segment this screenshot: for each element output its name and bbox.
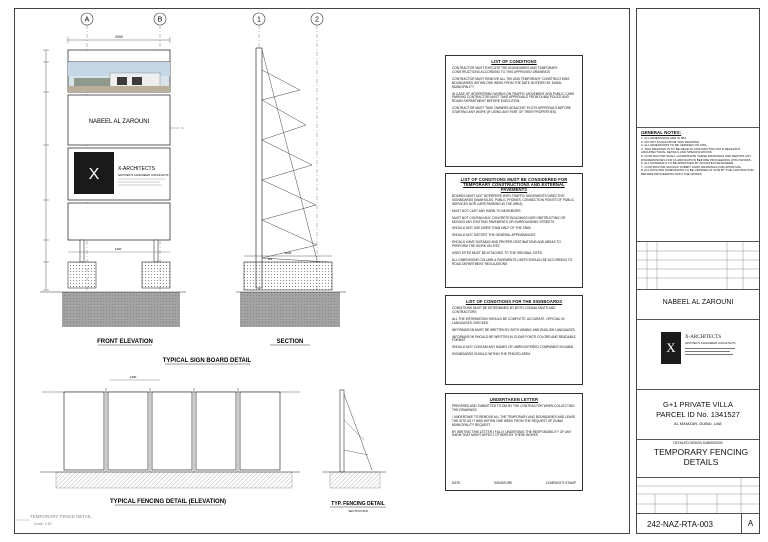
temporary-title: LIST OF CONDITIONS MUST BE CONSIDERED FO…: [460, 177, 568, 192]
revision-grid: [637, 242, 759, 290]
temporary-para: MUST NOT CAST ANY HARM TO NEIGHBORS: [452, 208, 521, 213]
project-line2: PARCEL ID No. 1341527: [656, 410, 740, 419]
note-leader-1: 1: [182, 126, 184, 130]
logo-letter: X: [89, 166, 100, 183]
sign-brand: X-ARCHITECTS: [118, 166, 156, 172]
dim-b: 2000: [285, 251, 292, 255]
consultant-section: X X-ARCHITECTS ARCHITECTS & ENGINEERS CO…: [637, 319, 759, 389]
section-ref: SECTION B-B: [348, 509, 367, 513]
project-location: AL MAMZAR, DUBAI, UAE: [673, 421, 723, 426]
consultant-name: X-ARCHITECTS: [685, 335, 722, 340]
general-note: 2. DO NOT SCALE FROM THIS DRAWING.: [641, 139, 700, 144]
info-grid-lines: [637, 478, 759, 514]
typ-fencing-title: TYP. FENCING DETAIL: [331, 501, 384, 507]
typical-sign-title: TYPICAL SIGN BOARD DETAIL: [163, 358, 252, 364]
client-section: NABEEL AL ZAROUNI: [637, 289, 759, 319]
signage-conditions-box: LIST OF CONDITIONS FOR THE SIGNBOARDS CO…: [445, 295, 583, 385]
general-note: 3. ALL DIMENSIONS TO BE VERIFIED ON SITE…: [641, 143, 708, 148]
general-note: 7. CONTRACTOR SHOULD SUBMIT SHOP DRAWING…: [641, 164, 743, 169]
signage-para: SHOULD NOT CONTAIN ANY NAMES OF UNREGIST…: [452, 345, 574, 350]
scale-label: Scale: 1:50: [34, 522, 52, 526]
section-view: 2000 500 SECTION: [236, 47, 346, 346]
undertaking-stamp: COMPANY'S STAMP: [545, 481, 576, 485]
temporary-para: SHOULD NOT DISTORT THE GENERAL APPEARANC…: [452, 233, 536, 238]
consultant-sub: ARCHITECTS & ENGINEERS CONSULTANTS: [685, 342, 736, 345]
drawing-title: TEMPORARY FENCING DETAILS: [653, 447, 749, 467]
front-elevation: 2000 NABEEL AL ZAROUNI: [40, 35, 186, 346]
x-architects-logo: [74, 152, 114, 194]
section-title: SECTION: [277, 339, 304, 345]
conditions-para: CONTRACTOR MUST EXECUTE THE BOUNDARIES A…: [452, 66, 558, 74]
temporary-fence-label: TEMPORARY FENCE DETAIL: [30, 514, 92, 519]
temporary-para: SHOULD HAVE SUITABLE AND PROPER DESTINAT…: [452, 240, 561, 249]
temporary-conditions-box: LIST OF CONDITIONS MUST BE CONSIDERED FO…: [445, 173, 583, 288]
grid-a-label: A: [85, 17, 90, 24]
grid-2-label: 2: [315, 17, 319, 24]
signage-para: ALL THE INFORMATION SHOULD BE COMPLETE, …: [452, 316, 565, 325]
dim-top: 2000: [115, 35, 123, 39]
fencing-elevation-title: TYPICAL FENCING DETAIL (ELEVATION): [110, 499, 226, 505]
general-notes-section: GENERAL NOTES: 1. ALL DIMENSIONS ARE IN …: [637, 127, 759, 209]
drawing-number-section: 242-NAZ-RTA-003 A: [637, 513, 759, 534]
conditions-box: LIST OF CONDITIONS CONTRACTOR MUST EXECU…: [445, 55, 583, 167]
project-section: G+1 PRIVATE VILLA PARCEL ID No. 1341527 …: [637, 389, 759, 439]
drawing-frame: [14, 8, 630, 534]
dim-fence-a: 1400: [130, 375, 137, 379]
consultant-logo: X: [661, 332, 681, 364]
temporary-para: USED SITES MUST BE ATTACHED TO THE ORIGI…: [452, 251, 542, 256]
undertaking-para: I UNDERTAKE TO REMOVE ALL THE TEMPORARY …: [452, 414, 576, 427]
drawing-canvas: A B 1 2 2000: [14, 12, 386, 526]
client-name: NABEEL AL ZAROUNI: [662, 299, 734, 306]
title-block: GENERAL NOTES: 1. ALL DIMENSIONS ARE IN …: [636, 8, 760, 534]
info-grid: [637, 477, 759, 514]
revision-table: [637, 241, 759, 290]
temporary-para: SHOULD NOT USE MORE THAN HALF OF THE SIW…: [452, 226, 531, 231]
undertaking-signature: SIGNATURE: [493, 481, 513, 485]
general-notes-title: GENERAL NOTES:: [641, 130, 682, 135]
temporary-para: ALL DIMENSIONS COLUMN & PAVEMENTS LIMITS…: [452, 257, 573, 266]
revision-letter: A: [741, 514, 759, 534]
undertaking-date: DATE: [452, 481, 461, 485]
temporary-para: MUST NOT CONTAIN ANY CONCRETE BUILDINGS …: [452, 215, 566, 224]
signage-para: INFORMATION SHOULD BE WRITTEN IN CLEAR F…: [452, 334, 576, 343]
drawing-number: 242-NAZ-RTA-003: [647, 520, 713, 529]
general-note: 8. ALL EXISTING DIMENSIONS TO BE VERIFIE…: [641, 168, 754, 176]
grid-b-label: B: [158, 17, 163, 24]
undertaking-box: UNDERTAKEN LETTER PREPARED AND SUBMITTED…: [445, 393, 583, 491]
undertaking-para: PREPARED AND SUBMITTED TO DM BY THE CONT…: [452, 404, 575, 412]
fencing-elevation: 1400 TYPICAL FENCING DETAIL (ELEVATION): [40, 375, 300, 506]
conditions-para: CONTRACTOR MUST TAKE OWNERS ADJACENT PLO…: [452, 106, 572, 115]
project-line1: G+1 PRIVATE VILLA: [663, 400, 733, 409]
dim-c: 500: [268, 257, 273, 261]
conditions-title: LIST OF CONDITIONS: [491, 59, 537, 64]
general-note: 1. ALL DIMENSIONS ARE IN MM.: [641, 136, 687, 140]
conditions-para: CONTRACTOR MUST REMOVE ALL THE AND TEMPO…: [452, 76, 570, 89]
dim-a: 1400: [115, 247, 122, 251]
signage-title: LIST OF CONDITIONS FOR THE SIGNBOARDS: [465, 299, 563, 304]
typ-fencing-detail: TYP. FENCING DETAIL SECTION B-B: [322, 389, 386, 513]
temporary-para: BOARDS MUST NOT INTERFERE WITH TRAFFIC M…: [452, 194, 575, 206]
sign-owner-name: NABEEL AL ZAROUNI: [89, 119, 150, 125]
drawing-stage: DETAILED DESIGN SUBMISSION: [673, 441, 723, 445]
front-elevation-title: FRONT ELEVATION: [97, 339, 153, 345]
signage-para: CONDITIONS MUST BE DETERMINED BY BOTH CO…: [452, 306, 556, 314]
sign-brand-sub: ARCHITECTS & ENGINEERS CONSULTANTS: [118, 174, 169, 177]
drawing-title-section: DETAILED DESIGN SUBMISSION TEMPORARY FEN…: [637, 439, 759, 477]
signage-para: SIGNBOARDS SHOULD WITHIN THE FENCED AREA: [452, 352, 531, 357]
signage-para: INFORMATION MUST BE WRITTEN BY BOTH ARAB…: [452, 327, 575, 332]
general-note: 4. THIS DRAWING IS TO BE READ IN CONJUNC…: [641, 146, 741, 155]
undertaking-para: BY WRITING THIS LETTER I FULLY UNDERTAKE…: [452, 429, 572, 438]
undertaking-title: UNDERTAKEN LETTER: [489, 397, 539, 402]
general-note: 5. CONTRACTOR SHALL COORDINATE THESE DRA…: [641, 153, 752, 162]
general-note: 6. ALL MATERIALS TO BE APPROVED BY ARCHI…: [641, 161, 735, 166]
conditions-para: IN CASE OF INTERFERING WORKS ON TRAFFIC …: [452, 91, 575, 104]
grid-1-label: 1: [257, 17, 261, 24]
